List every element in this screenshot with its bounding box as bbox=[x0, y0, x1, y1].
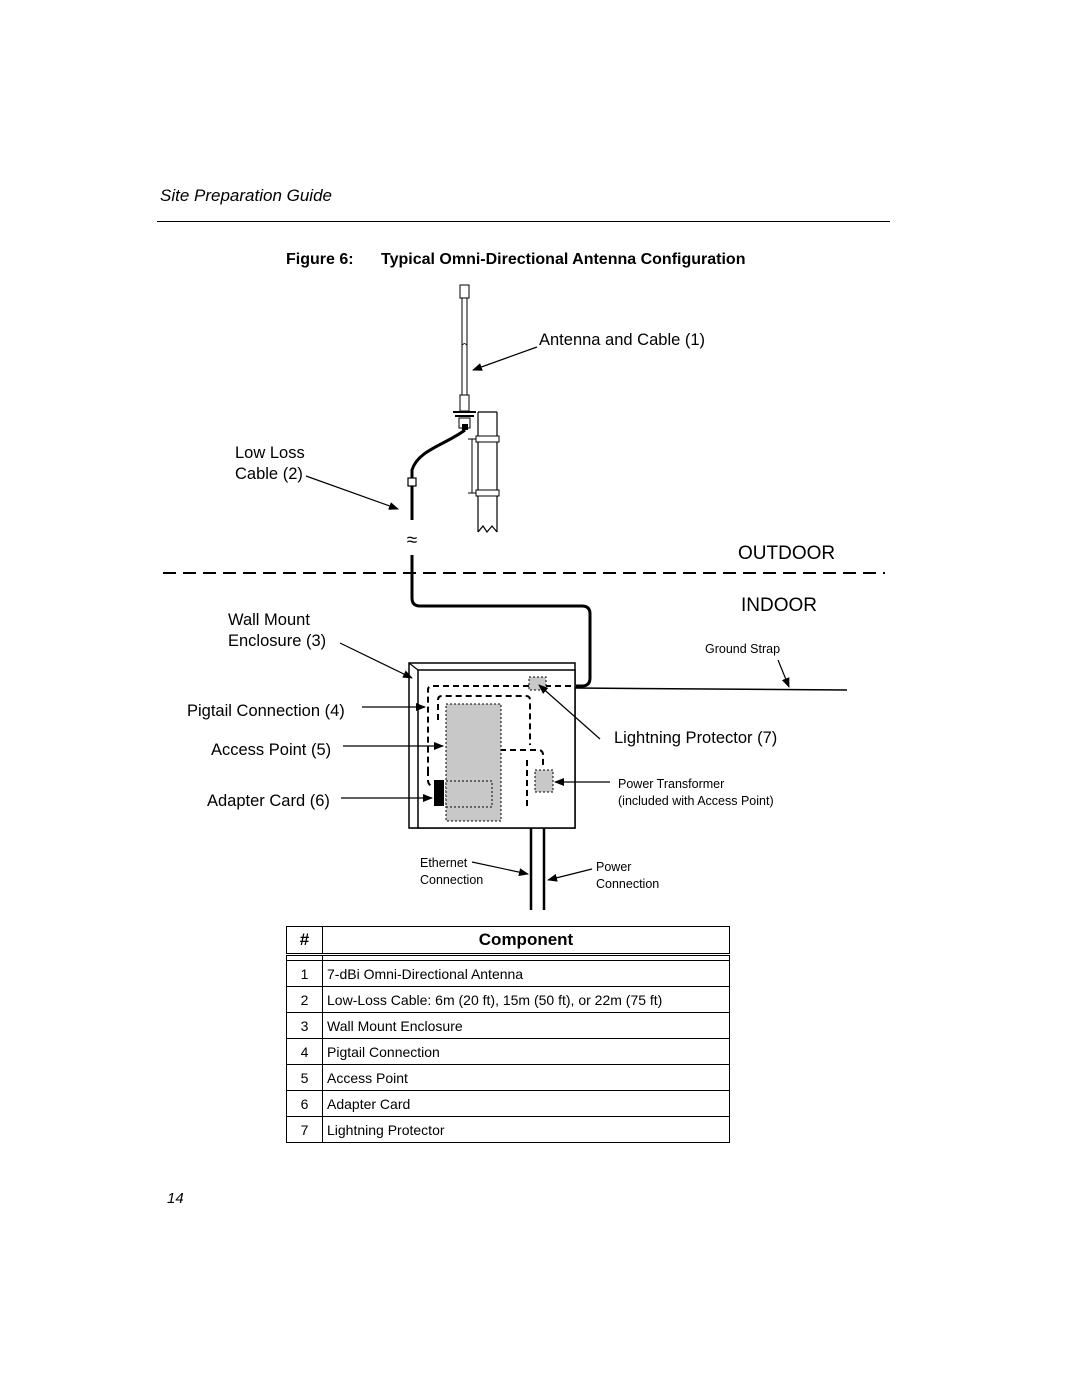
row-number: 6 bbox=[286, 1090, 323, 1117]
label-ground-strap: Ground Strap bbox=[705, 642, 780, 656]
adapter-card-icon bbox=[445, 780, 493, 808]
running-header: Site Preparation Guide bbox=[160, 186, 332, 205]
label-access-point: Access Point (5) bbox=[211, 741, 331, 759]
label-outdoor: OUTDOOR bbox=[738, 543, 835, 564]
label-lightning: Lightning Protector (7) bbox=[614, 729, 777, 747]
figure-number: Figure 6: bbox=[286, 251, 354, 268]
antenna-configuration-diagram: ≈ Antenna and Cable (1) Low Loss Cable (… bbox=[163, 284, 885, 910]
label-antenna: Antenna and Cable (1) bbox=[539, 331, 705, 349]
cable-break-icon: ≈ bbox=[407, 530, 417, 551]
label-adapter: Adapter Card (6) bbox=[207, 792, 330, 810]
row-number: 3 bbox=[286, 1012, 323, 1039]
page-number: 14 bbox=[167, 1190, 184, 1207]
label-transformer-line2: (included with Access Point) bbox=[618, 794, 774, 808]
row-component: Lightning Protector bbox=[322, 1116, 730, 1143]
label-cable-line1: Low Loss bbox=[235, 444, 305, 462]
label-ethernet-line2: Connection bbox=[420, 873, 483, 887]
adapter-card-connector bbox=[434, 780, 444, 806]
row-number: 4 bbox=[286, 1038, 323, 1065]
row-number: 2 bbox=[286, 986, 323, 1013]
column-header-component: Component bbox=[322, 926, 730, 955]
row-component: Wall Mount Enclosure bbox=[322, 1012, 730, 1039]
label-power-line1: Power bbox=[596, 860, 631, 874]
row-number: 5 bbox=[286, 1064, 323, 1091]
row-component: 7-dBi Omni-Directional Antenna bbox=[322, 960, 730, 987]
power-transformer-icon bbox=[534, 769, 554, 793]
figure-title: Typical Omni-Directional Antenna Configu… bbox=[381, 251, 746, 268]
label-enclosure-line2: Enclosure (3) bbox=[228, 632, 326, 650]
low-loss-cable bbox=[410, 428, 466, 520]
header-rule bbox=[157, 221, 890, 222]
label-ethernet-line1: Ethernet bbox=[420, 856, 468, 870]
row-component: Access Point bbox=[322, 1064, 730, 1091]
label-enclosure-line1: Wall Mount bbox=[228, 611, 310, 629]
antenna-icon bbox=[453, 284, 476, 430]
mast-icon bbox=[468, 411, 500, 534]
low-loss-cable-indoor bbox=[410, 555, 592, 688]
table-header-row: # Component bbox=[286, 926, 730, 955]
figure-caption: Figure 6: Typical Omni-Directional Antenn… bbox=[286, 251, 745, 269]
label-cable-line2: Cable (2) bbox=[235, 465, 303, 483]
ground-strap bbox=[574, 687, 848, 691]
label-transformer-line1: Power Transformer bbox=[618, 777, 724, 791]
label-indoor: INDOOR bbox=[741, 595, 817, 616]
cable-connector bbox=[407, 477, 417, 487]
label-pigtail: Pigtail Connection (4) bbox=[187, 702, 345, 720]
column-header-number: # bbox=[286, 926, 323, 955]
row-component: Pigtail Connection bbox=[322, 1038, 730, 1065]
row-number: 7 bbox=[286, 1116, 323, 1143]
row-number: 1 bbox=[286, 960, 323, 987]
label-power-line2: Connection bbox=[596, 877, 659, 891]
row-component: Low-Loss Cable: 6m (20 ft), 15m (50 ft),… bbox=[322, 986, 730, 1013]
row-component: Adapter Card bbox=[322, 1090, 730, 1117]
lightning-protector-icon bbox=[528, 676, 547, 691]
